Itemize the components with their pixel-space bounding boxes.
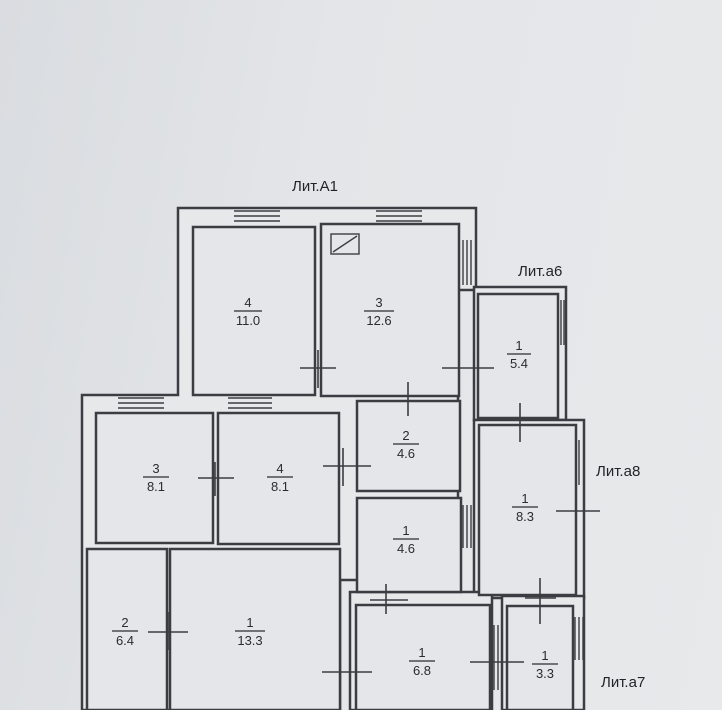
room-label-2-4-6: 2 4.6: [393, 428, 419, 461]
label-lit-a8: Лит.а8: [596, 463, 640, 480]
room-number: 1: [521, 491, 528, 506]
doors: [148, 348, 600, 692]
room-number: 3: [152, 461, 159, 476]
room-area: 13.3: [237, 633, 262, 648]
room-number: 4: [244, 295, 251, 310]
room-area: 4.6: [397, 541, 415, 556]
room-area: 8.1: [147, 479, 165, 494]
room-3-8-1: [94, 411, 215, 545]
room-number: 1: [541, 648, 548, 663]
room-number: 1: [402, 523, 409, 538]
window-a8-right: [575, 440, 580, 485]
room-label-4-8-1: 4 8.1: [267, 461, 293, 494]
label-lit-a6: Лит.а6: [518, 263, 562, 280]
room-area: 8.3: [516, 509, 534, 524]
room-area: 11.0: [236, 313, 260, 328]
room-number: 4: [276, 461, 283, 476]
room-number: 2: [121, 615, 128, 630]
room-label-1-13-3: 1 13.3: [235, 615, 265, 648]
label-lit-a7: Лит.а7: [601, 674, 645, 691]
window-right-upper: [462, 240, 472, 285]
window-a7-right: [574, 617, 584, 660]
window-mid-left: [118, 397, 164, 409]
room-4-8-1: [216, 411, 341, 546]
room-label-1-6-8: 1 6.8: [409, 645, 435, 678]
window-mid-center: [228, 397, 272, 409]
room-area: 6.8: [413, 663, 431, 678]
window-top-left: [234, 210, 280, 222]
window-a6-right: [560, 300, 565, 345]
room-label-4-11-0: 4 11.0: [234, 295, 262, 328]
room-3-12-6: [319, 222, 461, 398]
room-area: 4.6: [397, 446, 415, 461]
room-1-6-8: [354, 603, 492, 710]
room-1-4-6: [355, 496, 463, 594]
room-area: 8.1: [271, 479, 289, 494]
stove-symbol: [330, 233, 360, 255]
window-lower-mid: [493, 625, 499, 690]
room-number: 1: [246, 615, 253, 630]
label-lit-a1: Лит.А1: [292, 178, 338, 195]
room-label-1-4-6: 1 4.6: [393, 523, 419, 556]
room-area: 6.4: [116, 633, 134, 648]
room-label-1-5-4: 1 5.4: [507, 338, 531, 371]
room-number: 1: [418, 645, 425, 660]
room-1-13-3: [168, 547, 342, 710]
room-area: 3.3: [536, 666, 554, 681]
room-label-2-6-4: 2 6.4: [112, 615, 138, 648]
window-top-right: [376, 210, 422, 222]
room-label-1-3-3: 1 3.3: [532, 648, 558, 681]
room-number: 1: [515, 338, 522, 353]
room-number: 2: [402, 428, 409, 443]
room-label-3-12-6: 3 12.6: [364, 295, 394, 328]
window-between-rooms: [462, 505, 472, 548]
room-2-6-4: [85, 547, 169, 710]
room-1-5-4: [476, 292, 560, 420]
room-1-8-3: [477, 423, 578, 597]
room-area: 5.4: [510, 356, 528, 371]
room-label-3-8-1: 3 8.1: [143, 461, 169, 494]
room-label-1-8-3: 1 8.3: [512, 491, 538, 524]
room-number: 3: [375, 295, 382, 310]
room-area: 12.6: [366, 313, 391, 328]
